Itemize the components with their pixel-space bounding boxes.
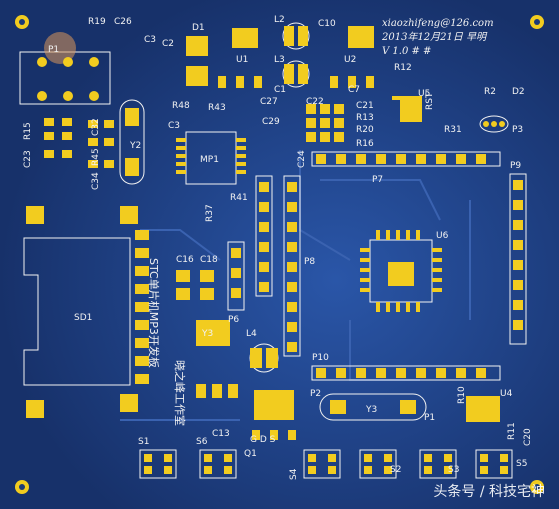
label-Y2: Y2 bbox=[129, 141, 141, 151]
label-C24: C24 bbox=[297, 150, 307, 168]
label-P1a: P1 bbox=[48, 45, 59, 55]
header-left bbox=[255, 175, 273, 297]
label-P7: P7 bbox=[372, 175, 383, 185]
label-R12: R12 bbox=[394, 63, 412, 73]
label-R48: R48 bbox=[172, 101, 190, 111]
label-R41: R41 bbox=[230, 193, 248, 203]
label-Y3a: Y3 bbox=[201, 329, 213, 339]
header-p1 bbox=[19, 32, 111, 105]
signature-version: V 1.0 # # bbox=[382, 46, 431, 57]
push-buttons bbox=[139, 384, 513, 479]
label-P8: P8 bbox=[304, 257, 315, 267]
label-R11: R11 bbox=[507, 422, 517, 440]
label-C1: C1 bbox=[274, 85, 286, 95]
label-Y3: Y3 bbox=[365, 405, 377, 415]
header-p6 bbox=[227, 241, 245, 311]
label-Q1: Q1 bbox=[244, 449, 257, 459]
label-P1: P1 bbox=[424, 413, 435, 423]
label-R16: R16 bbox=[356, 139, 374, 149]
label-L3: L3 bbox=[274, 55, 285, 65]
top-components bbox=[44, 26, 500, 440]
label-C34: C34 bbox=[91, 172, 101, 190]
label-R43: R43 bbox=[208, 103, 226, 113]
label-L2: L2 bbox=[274, 15, 285, 25]
board-signature: xiaozhifeng@126.com 2013年12月21日 早明 V 1.0… bbox=[381, 18, 494, 57]
label-S4: S4 bbox=[289, 468, 299, 480]
label-R13: R13 bbox=[356, 113, 374, 123]
label-C18: C18 bbox=[200, 255, 218, 265]
vertical-subtitle: 晓之峰工作室 bbox=[173, 360, 187, 426]
header-p9 bbox=[509, 173, 527, 345]
header-p8 bbox=[283, 175, 301, 357]
vertical-title: STC单片机MP3开发板 bbox=[147, 258, 161, 368]
label-P2: P2 bbox=[310, 389, 321, 399]
label-R10: R10 bbox=[457, 386, 467, 404]
label-C26: C26 bbox=[114, 17, 132, 27]
label-C7: C7 bbox=[348, 85, 360, 95]
label-C27: C27 bbox=[260, 97, 278, 107]
crystal-y2 bbox=[119, 99, 145, 185]
label-S5: S5 bbox=[516, 459, 527, 469]
label-L4: L4 bbox=[246, 329, 257, 339]
label-S2: S2 bbox=[390, 465, 401, 475]
label-D2: D2 bbox=[512, 87, 525, 97]
label-S6: S6 bbox=[196, 437, 208, 447]
label-C3: C3 bbox=[144, 35, 156, 45]
label-P10: P10 bbox=[312, 353, 329, 363]
label-C20: C20 bbox=[523, 428, 533, 446]
chip-mp1 bbox=[176, 131, 246, 185]
label-U1: U1 bbox=[236, 55, 248, 65]
label-D1: D1 bbox=[192, 23, 205, 33]
label-C21: C21 bbox=[356, 101, 374, 111]
label-RST: RST bbox=[425, 92, 435, 110]
connector-p3 bbox=[479, 115, 509, 133]
label-R37: R37 bbox=[205, 204, 215, 222]
inductors bbox=[249, 22, 310, 373]
label-R20: R20 bbox=[356, 125, 374, 135]
label-C32: C32 bbox=[91, 118, 101, 136]
label-R31: R31 bbox=[444, 125, 462, 135]
label-C2: C2 bbox=[162, 39, 174, 49]
label-U4: U4 bbox=[500, 389, 513, 399]
label-P3: P3 bbox=[512, 125, 523, 135]
silkscreen-labels: P1 R19 C26 C3 C2 D1 L2 C10 U1 L3 U2 R12 … bbox=[23, 15, 533, 480]
label-C10: C10 bbox=[318, 19, 336, 29]
label-R15: R15 bbox=[23, 122, 33, 140]
label-R2: R2 bbox=[484, 87, 496, 97]
signature-date: 2013年12月21日 早明 bbox=[381, 31, 488, 43]
label-C22: C22 bbox=[306, 97, 324, 107]
label-P9: P9 bbox=[510, 161, 521, 171]
label-GDS: G D S bbox=[250, 435, 276, 445]
label-S1: S1 bbox=[138, 437, 149, 447]
label-C16: C16 bbox=[176, 255, 194, 265]
label-C29: C29 bbox=[262, 117, 280, 127]
signature-email: xiaozhifeng@126.com bbox=[382, 18, 494, 29]
label-S3: S3 bbox=[448, 465, 459, 475]
chip-u6 bbox=[360, 230, 442, 312]
header-p7 bbox=[311, 151, 501, 167]
label-C3b: C3 bbox=[168, 121, 180, 131]
label-MP1: MP1 bbox=[200, 155, 219, 165]
label-U6: U6 bbox=[436, 231, 449, 241]
header-p10 bbox=[311, 365, 501, 381]
label-R19: R19 bbox=[88, 17, 106, 27]
sd-card-socket bbox=[23, 206, 149, 418]
label-U2: U2 bbox=[344, 55, 356, 65]
crystal-y3 bbox=[319, 393, 427, 421]
label-SD1: SD1 bbox=[74, 313, 92, 323]
watermark: 头条号 / 科技宅神 bbox=[433, 484, 545, 500]
label-P6: P6 bbox=[228, 315, 239, 325]
label-U5: U5 bbox=[418, 89, 430, 99]
mounting-holes bbox=[15, 15, 544, 494]
label-R45: R45 bbox=[91, 148, 101, 166]
label-C23: C23 bbox=[23, 150, 33, 168]
label-C13: C13 bbox=[212, 429, 230, 439]
